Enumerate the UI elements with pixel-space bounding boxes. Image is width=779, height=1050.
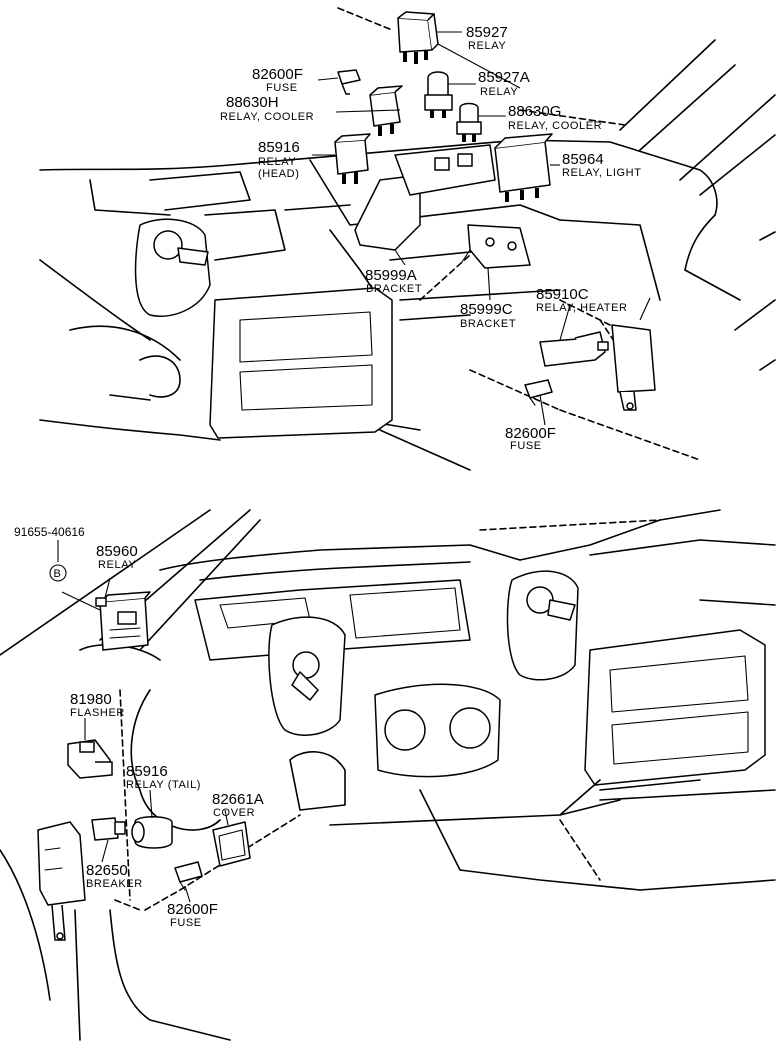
fuse-82600f-bottom-number: 82600F [167, 901, 218, 918]
fuse-82600f-top-name: FUSE [266, 82, 298, 94]
relay-85916-tail-number: 85916 [126, 763, 168, 780]
relay-85910c-number: 85910C [536, 286, 589, 303]
relay-85927-name: RELAY [468, 40, 506, 52]
relay-88630h-name: RELAY, COOLER [220, 111, 314, 123]
relay-85927-number: 85927 [466, 24, 508, 41]
bolt-91655-number: 91655-40616 [14, 525, 85, 539]
bottom-dashboard-drawing [0, 509, 776, 1041]
flasher-81980-number: 81980 [70, 691, 112, 708]
flasher-81980-name: FLASHER [70, 707, 125, 719]
cover-82661a-name: COVER [213, 807, 255, 819]
relay-85916-head-number: 85916 [258, 139, 300, 156]
relay-85960-part [95, 591, 151, 651]
callout-labels: 85927 RELAY 82600F FUSE 85927A RELAY 886… [14, 24, 642, 929]
fuse-82600f-top-number: 82600F [252, 66, 303, 83]
fuse-82600f-mid-number: 82600F [505, 425, 556, 442]
relay-88630g-name: RELAY, COOLER [508, 120, 602, 132]
bracket-85999c-number: 85999C [460, 301, 513, 318]
leader-lines [57, 31, 651, 903]
bolt-91655-symbol: B [54, 568, 61, 580]
top-dashboard-drawing [39, 7, 776, 471]
relay-85960-name: RELAY [98, 559, 136, 571]
relay-85916-head-name: RELAY [258, 156, 296, 168]
bracket-85999a-name: BRACKET [366, 283, 422, 295]
relay-85927a-name: RELAY [480, 86, 518, 98]
relay-85964-number: 85964 [562, 151, 604, 168]
relay-85916-tail-name: RELAY (TAIL) [126, 779, 201, 791]
fuse-82600f-mid-name: FUSE [510, 440, 542, 452]
relay-85960-number: 85960 [96, 543, 138, 560]
relay-88630g-number: 88630G [508, 103, 561, 120]
cover-82661a-number: 82661A [212, 791, 264, 808]
relay-88630h-number: 88630H [226, 94, 279, 111]
relay-85964-name: RELAY, LIGHT [562, 167, 642, 179]
fuse-82600f-bottom-name: FUSE [170, 917, 202, 929]
breaker-82650-name: BREAKER [86, 878, 143, 890]
relay-85916-head-sub: (HEAD) [258, 168, 300, 180]
bracket-85999a-number: 85999A [365, 267, 417, 284]
breaker-82650-number: 82650 [86, 862, 128, 879]
bracket-85999c-name: BRACKET [460, 318, 516, 330]
relay-85927-part [397, 11, 439, 64]
relay-85927a-number: 85927A [478, 69, 530, 86]
bolt-symbol-circle [49, 564, 67, 582]
relay-85910c-name: RELAY, HEATER [536, 302, 628, 314]
